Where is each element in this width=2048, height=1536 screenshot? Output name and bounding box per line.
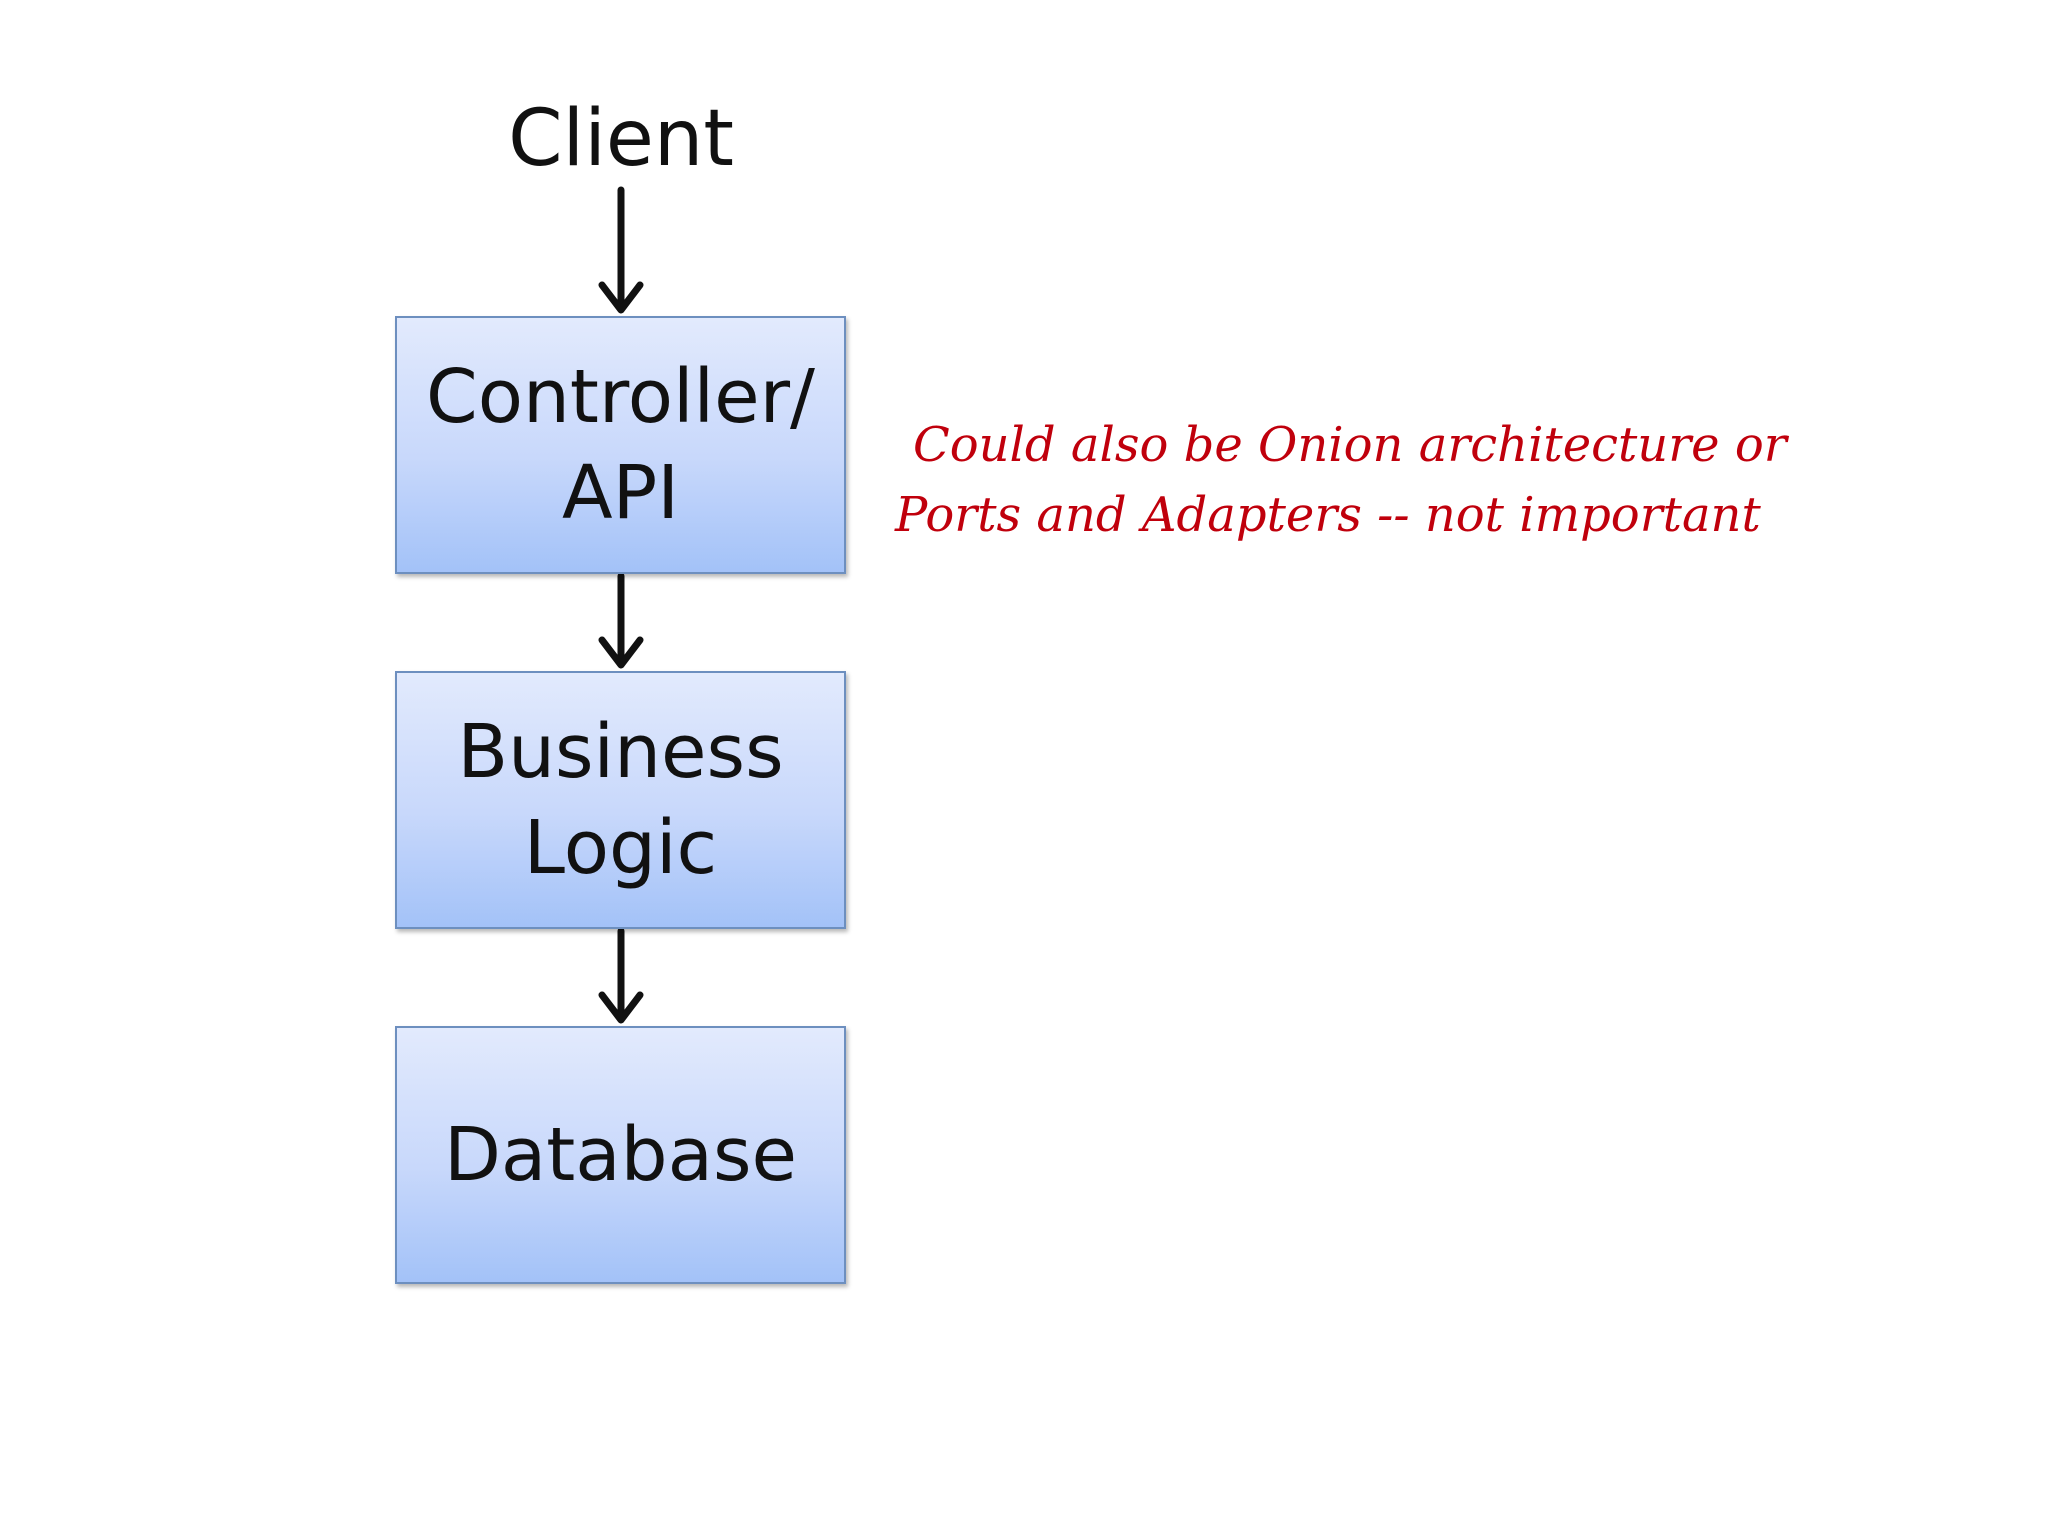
controller-api-line-2: API: [561, 450, 680, 536]
handwritten-annotation: Could also be Onion architecture or Port…: [895, 410, 1895, 550]
database-box: Database: [395, 1026, 846, 1284]
client-label: Client: [508, 94, 734, 184]
annotation-line-2: Ports and Adapters -- not important: [895, 487, 1761, 543]
arrow-client-to-controller: [598, 186, 644, 314]
annotation-line-1: Could also be Onion architecture or: [913, 417, 1787, 473]
controller-api-box: Controller/ API: [395, 316, 846, 574]
business-logic-box: Business Logic: [395, 671, 846, 929]
business-logic-line-2: Logic: [523, 805, 718, 891]
business-logic-line-1: Business: [457, 709, 784, 795]
controller-api-line-1: Controller/: [426, 354, 815, 440]
arrow-controller-to-business: [598, 572, 644, 669]
database-line-1: Database: [443, 1112, 798, 1198]
arrow-business-to-database: [598, 927, 644, 1024]
